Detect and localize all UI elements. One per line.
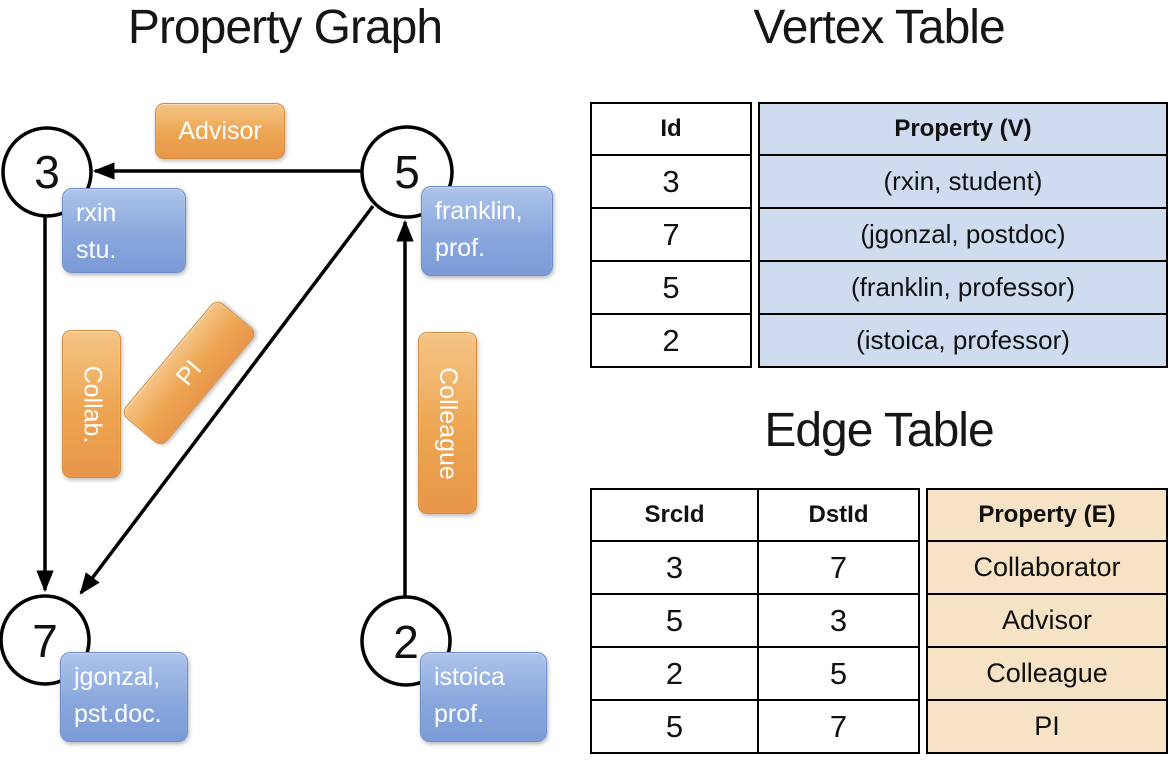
edge-table-id-columns: SrcId DstId 3 7 5 3 2 5 5 7: [590, 488, 920, 754]
table-row: (jgonzal, postdoc): [758, 207, 1168, 262]
edge-src-cell: 2: [590, 646, 759, 701]
table-row: (istoica, professor): [758, 313, 1168, 368]
vertex-id-5: 5: [394, 146, 420, 198]
vertex-property-line: prof.: [435, 234, 486, 262]
edge-5-to-7-arrow: [79, 204, 375, 595]
vertex-table-id-column: Id 3 7 5 2: [590, 102, 752, 368]
vertex-property-cell: (istoica, professor): [758, 313, 1168, 368]
edge-label-advisor: Advisor: [155, 103, 285, 159]
edge-table-title: Edge Table: [764, 404, 994, 457]
vertex-property-box-2: istoica prof.: [420, 652, 547, 742]
edge-src-cell: 5: [590, 699, 759, 754]
edge-dst-cell: 7: [757, 540, 920, 595]
vertex-property-line: pst.doc.: [74, 700, 162, 728]
edge-table: SrcId DstId 3 7 5 3 2 5 5 7 Property (E)…: [590, 488, 1168, 754]
vertex-property-cell: (rxin, student): [758, 154, 1168, 209]
table-row: 5 3: [590, 593, 920, 648]
edge-table-property-column: Property (E) Collaborator Advisor Collea…: [926, 488, 1168, 754]
vertex-table-header-id: Id: [590, 102, 752, 156]
vertex-table-title: Vertex Table: [753, 1, 1005, 54]
edge-property-cell: Collaborator: [926, 540, 1168, 595]
edge-property-cell: PI: [926, 699, 1168, 754]
edge-label-colleague: Colleague: [418, 332, 477, 514]
table-header-row: Id: [590, 102, 752, 156]
edge-dst-cell: 5: [757, 646, 920, 701]
vertex-id-2: 2: [393, 616, 419, 668]
table-row: PI: [926, 699, 1168, 754]
table-row: 5 7: [590, 699, 920, 754]
table-row: Collaborator: [926, 540, 1168, 595]
vertex-property-box-3: rxin stu.: [62, 188, 186, 273]
edge-src-cell: 5: [590, 593, 759, 648]
vertex-property-line: prof.: [434, 700, 485, 728]
vertex-id-cell: 7: [590, 207, 752, 262]
table-row: 5: [590, 260, 752, 315]
table-header-row: SrcId DstId: [590, 488, 920, 542]
edge-src-cell: 3: [590, 540, 759, 595]
vertex-property-cell: (jgonzal, postdoc): [758, 207, 1168, 262]
vertex-property-line: franklin,: [435, 197, 523, 225]
vertex-property-line: rxin: [76, 199, 117, 227]
vertex-id-7: 7: [32, 615, 58, 667]
edge-table-header-dstid: DstId: [757, 488, 920, 542]
edge-label-advisor-text: Advisor: [178, 116, 262, 145]
edge-label-pi-text: PI: [170, 354, 207, 391]
vertex-id-cell: 2: [590, 313, 752, 368]
vertex-property-line: stu.: [76, 236, 117, 264]
vertex-property-line: istoica: [434, 663, 505, 691]
vertex-property-line: jgonzal,: [74, 663, 161, 691]
table-row: 3: [590, 154, 752, 209]
vertex-id-cell: 3: [590, 154, 752, 209]
table-row: (franklin, professor): [758, 260, 1168, 315]
edge-dst-cell: 7: [757, 699, 920, 754]
edge-label-collab: Collab.: [62, 330, 121, 478]
table-row: 3 7: [590, 540, 920, 595]
vertex-id-cell: 5: [590, 260, 752, 315]
table-row: Advisor: [926, 593, 1168, 648]
property-graph-title: Property Graph: [127, 1, 443, 54]
edge-table-header-property: Property (E): [926, 488, 1168, 542]
vertex-id-3: 3: [34, 146, 60, 198]
table-row: Colleague: [926, 646, 1168, 701]
table-header-row: Property (E): [926, 488, 1168, 542]
vertex-table-property-column: Property (V) (rxin, student) (jgonzal, p…: [758, 102, 1168, 368]
vertex-property-cell: (franklin, professor): [758, 260, 1168, 315]
vertex-property-box-5: franklin, prof.: [421, 186, 553, 276]
edge-table-header-srcid: SrcId: [590, 488, 759, 542]
edge-dst-cell: 3: [757, 593, 920, 648]
edge-label-colleague-text: Colleague: [434, 366, 462, 480]
table-row: 2 5: [590, 646, 920, 701]
vertex-table: Id 3 7 5 2 Property (V) (rxin, student) …: [590, 102, 1168, 368]
vertex-table-header-property: Property (V): [758, 102, 1168, 156]
edge-label-collab-text: Collab.: [78, 365, 107, 443]
vertex-property-box-7: jgonzal, pst.doc.: [60, 652, 188, 742]
table-row: 7: [590, 207, 752, 262]
edge-property-cell: Advisor: [926, 593, 1168, 648]
edge-property-cell: Colleague: [926, 646, 1168, 701]
table-row: (rxin, student): [758, 154, 1168, 209]
table-header-row: Property (V): [758, 102, 1168, 156]
table-row: 2: [590, 313, 752, 368]
